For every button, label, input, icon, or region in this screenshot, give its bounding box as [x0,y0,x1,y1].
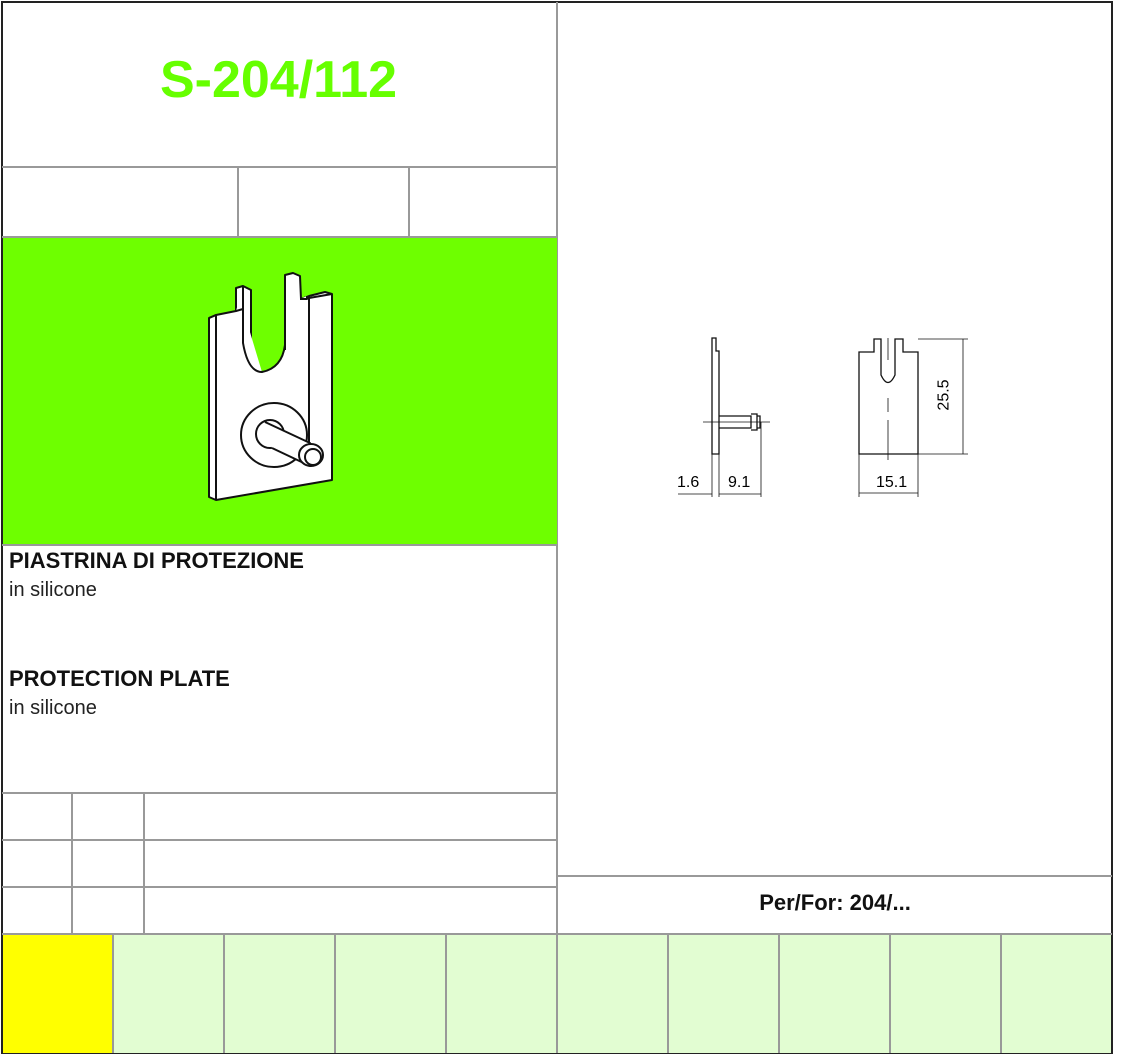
color-cell [445,935,556,1053]
dim-height: 25.5 [935,379,953,411]
divider [2,236,557,238]
divider [2,933,1112,935]
color-cell [667,935,778,1053]
divider [2,839,557,841]
divider [2,166,557,168]
dim-pin-length: 9.1 [728,474,751,491]
product-image-panel [3,238,557,545]
color-cell [778,935,889,1053]
divider [2,886,557,888]
divider [557,875,1112,877]
compatibility-label: Per/For: 204/... [759,890,911,915]
divider [408,167,410,238]
color-cell [223,935,334,1053]
dim-width: 15.1 [876,474,908,491]
english-title: PROTECTION PLATE [9,666,230,691]
product-code: S-204/112 [159,51,398,109]
divider [71,793,73,934]
divider [556,2,558,935]
dim-thickness: 1.6 [677,474,700,491]
color-cell [112,935,223,1053]
divider [143,793,145,934]
english-subtitle: in silicone [9,697,97,719]
color-cell [334,935,445,1053]
color-cell [1000,935,1111,1053]
color-cell [556,935,667,1053]
italian-title: PIASTRINA DI PROTEZIONE [9,548,304,573]
divider [2,544,557,546]
protection-plate-illustration [208,272,333,501]
color-swatch-yellow [3,935,112,1053]
divider [2,792,557,794]
italian-subtitle: in silicone [9,579,97,601]
divider [237,167,239,238]
technical-drawing [678,337,968,497]
color-cell [889,935,1000,1053]
